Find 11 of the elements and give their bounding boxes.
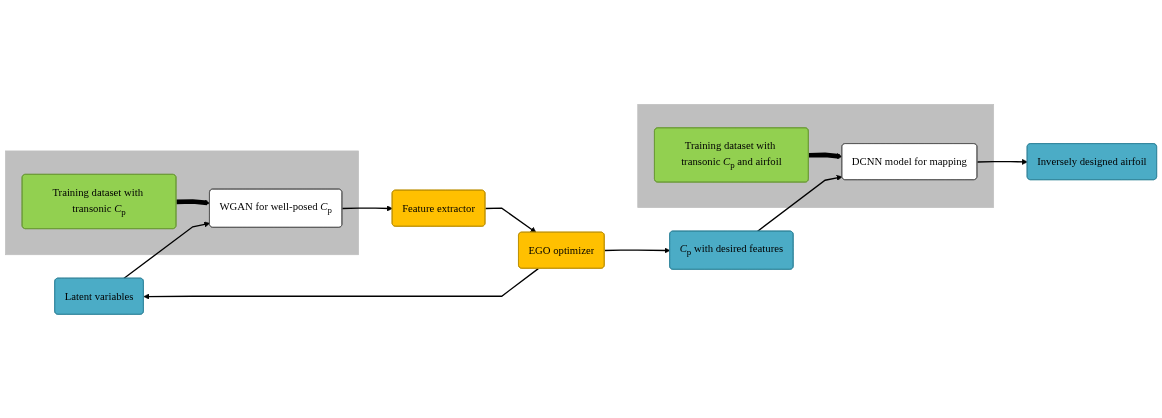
arrow xyxy=(603,247,671,254)
arrow xyxy=(143,267,539,300)
cluster xyxy=(5,150,359,255)
arrow xyxy=(976,158,1028,165)
arrow xyxy=(808,152,843,159)
arrow xyxy=(176,198,211,206)
arrow xyxy=(123,221,211,279)
arrow xyxy=(484,207,537,233)
arrow xyxy=(756,174,843,232)
arrow xyxy=(341,205,393,212)
cluster xyxy=(637,103,995,208)
